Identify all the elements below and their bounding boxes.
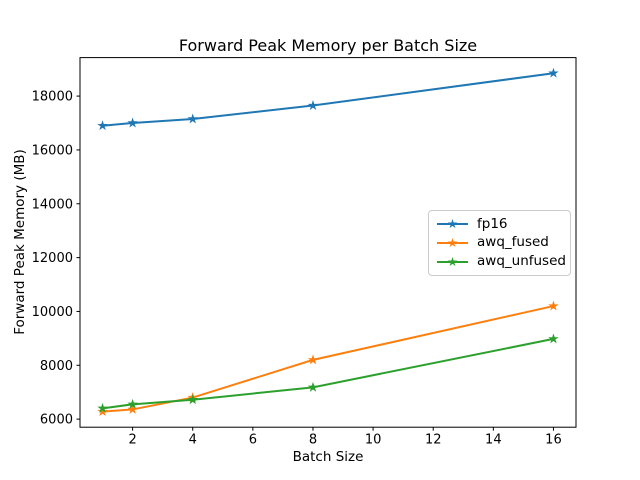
chart-title: Forward Peak Memory per Batch Size [178, 36, 478, 55]
series-line-awq_fused [101, 305, 555, 413]
data-point-star-icon [548, 300, 559, 311]
legend-label: awq_unfused [477, 252, 566, 269]
x-tick-label: 8 [309, 433, 317, 448]
legend-item-awq-unfused: awq_unfused [436, 252, 566, 271]
legend: fp16 awq_fused awq_unfused [428, 210, 571, 276]
data-point-star-icon [97, 120, 108, 131]
legend-item-fp16: fp16 [436, 215, 562, 234]
data-point-star-icon [307, 354, 319, 365]
legend-label: awq_fused [477, 234, 549, 251]
plot-frame [79, 57, 577, 428]
data-point-star-icon [187, 113, 198, 124]
data-point-star-icon [127, 117, 138, 128]
legend-line-icon [437, 256, 468, 266]
y-tick-label: 12000 [32, 251, 73, 266]
legend-item-awq-fused: awq_fused [436, 234, 562, 253]
legend-line-icon [437, 219, 468, 229]
x-tick-label: 2 [128, 433, 136, 448]
data-point-star-icon [187, 394, 198, 405]
data-point-star-icon [548, 333, 559, 344]
y-tick-label: 10000 [32, 305, 73, 320]
data-point-star-icon [127, 398, 138, 409]
x-tick-label: 12 [425, 433, 442, 448]
legend-label: fp16 [477, 215, 508, 232]
data-point-star-icon [307, 381, 319, 392]
y-tick-label: 14000 [32, 197, 73, 212]
y-tick-label: 18000 [32, 90, 73, 105]
data-point-star-icon [127, 403, 138, 414]
data-point-star-icon [97, 402, 108, 413]
series-line-awq_unfused [101, 337, 555, 410]
series-line-fp16 [101, 72, 555, 127]
legend-line-icon [437, 238, 468, 248]
data-point-star-icon [548, 67, 559, 78]
y-tick-label: 16000 [32, 143, 73, 158]
x-axis-label: Batch Size [292, 449, 364, 465]
x-tick-label: 6 [249, 433, 257, 448]
data-point-star-icon [97, 406, 108, 417]
data-point-star-icon [307, 100, 319, 110]
x-tick-label: 16 [545, 433, 562, 448]
y-tick-label: 8000 [40, 359, 73, 374]
x-tick-label: 14 [485, 433, 502, 448]
y-tick-label: 6000 [40, 413, 73, 428]
x-tick-label: 4 [189, 433, 197, 448]
x-tick-label: 10 [365, 433, 382, 448]
